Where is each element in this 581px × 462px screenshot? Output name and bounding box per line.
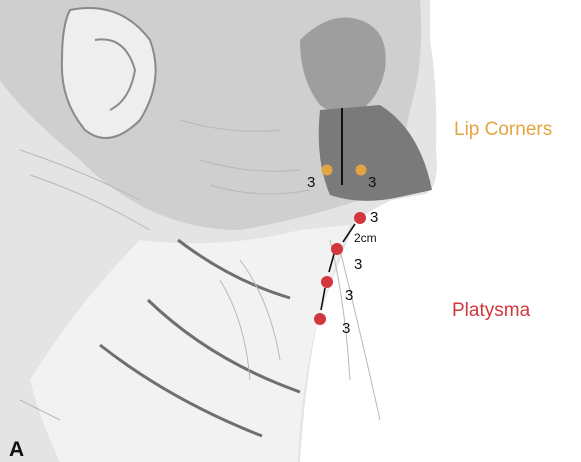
spacing-label: 2cm bbox=[354, 231, 377, 245]
platysma-dose-3: 3 bbox=[345, 287, 353, 304]
platysma-dose-1: 3 bbox=[370, 209, 378, 226]
platysma-point-4 bbox=[314, 313, 326, 325]
lip-corner-dose-left: 3 bbox=[307, 174, 315, 191]
legend-lip-corners: Lip Corners bbox=[454, 120, 552, 139]
lip-corner-point-right bbox=[356, 165, 367, 176]
platysma-dose-2: 3 bbox=[354, 256, 362, 273]
platysma-point-1 bbox=[354, 212, 366, 224]
platysma-point-3 bbox=[321, 276, 333, 288]
legend-platysma: Platysma bbox=[452, 301, 530, 320]
platysma-point-2 bbox=[331, 243, 343, 255]
panel-label: A bbox=[9, 438, 24, 462]
lip-corner-dose-right: 3 bbox=[368, 174, 376, 191]
lip-corner-point-left bbox=[322, 165, 333, 176]
platysma-dose-4: 3 bbox=[342, 320, 350, 337]
